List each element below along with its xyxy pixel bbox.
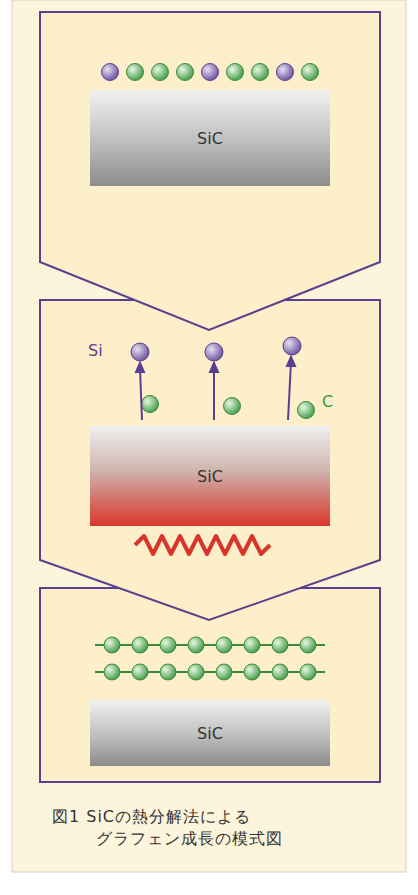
heater-symbol [135, 536, 270, 554]
figure-caption: 図1 SiCの熱分解法による グラフェン成長の模式図 [52, 806, 346, 849]
background-panel [12, 0, 406, 872]
atom-label: Si [88, 341, 103, 360]
substrate-block: SiC [90, 90, 330, 186]
graphene-layers [95, 637, 325, 680]
material-label: SiC [197, 467, 223, 486]
material-label: SiC [197, 724, 223, 743]
step-panel [40, 300, 380, 620]
surface-atoms [102, 64, 319, 81]
atom-label: C [322, 392, 333, 411]
material-label: SiC [197, 129, 223, 148]
substrate-block: SiC [90, 426, 330, 526]
step-panel [40, 12, 380, 330]
substrate-block: SiC [90, 700, 330, 766]
